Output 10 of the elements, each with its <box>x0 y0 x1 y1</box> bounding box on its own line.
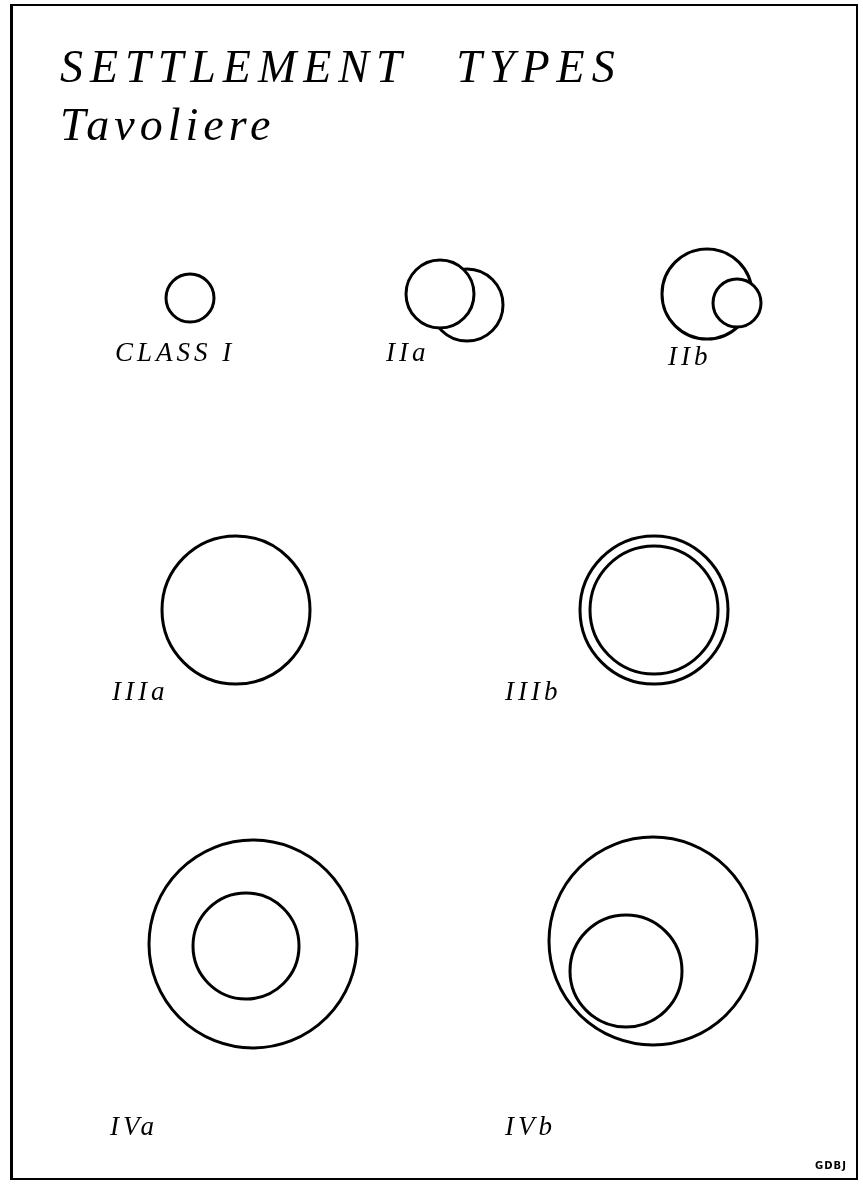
author-initials: GDBJ <box>815 1160 847 1171</box>
subtitle: Tavoliere <box>60 100 276 151</box>
title: SETTLEMENT TYPES <box>60 40 622 93</box>
type-label: IVa <box>110 1112 158 1142</box>
type-label: IIb <box>668 342 712 372</box>
type-label: IVb <box>505 1112 556 1142</box>
type-label: IIa <box>386 338 430 368</box>
type-label: IIIb <box>505 677 562 707</box>
type-label: CLASS I <box>115 338 236 368</box>
type-label: IIIa <box>112 677 169 707</box>
